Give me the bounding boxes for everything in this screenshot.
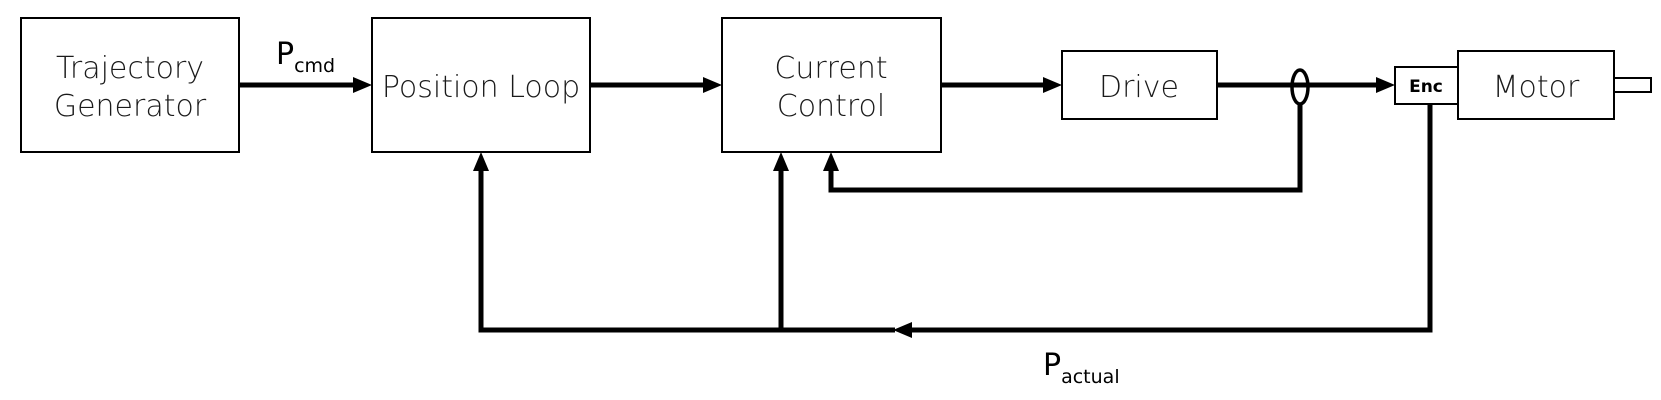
current-control-position-feedback-arrowhead (773, 152, 789, 171)
motor-block: Motor (1457, 50, 1652, 120)
motor-shaft (1613, 77, 1652, 93)
trajectory-generator-label-line2: Generator (54, 89, 207, 124)
current-feedback-arrowhead (823, 152, 839, 171)
p-actual-subscript: actual (1061, 366, 1120, 388)
position-feedback-wire (478, 168, 895, 333)
current-control-block: Current Control (721, 17, 942, 153)
encoder-label: Enc (1409, 77, 1443, 97)
p-actual-feedback-wire (910, 104, 1433, 333)
trajectory-generator-block: Trajectory Generator (20, 17, 240, 153)
current-control-label-line1: Current (774, 51, 887, 86)
p-actual-arrowhead (893, 322, 912, 338)
drive-to-encoder-arrowhead (1376, 77, 1395, 93)
trajectory-generator-label-line1: Trajectory (56, 51, 204, 86)
drive-block: Drive (1061, 50, 1218, 120)
p-cmd-label: Pcmd (276, 37, 335, 77)
p-cmd-arrowhead (353, 77, 372, 93)
motor-label: Motor (1493, 70, 1580, 105)
position-to-current-arrowhead (703, 77, 722, 93)
position-loop-label: Position Loop (382, 70, 580, 105)
current-to-drive-arrowhead (1043, 77, 1062, 93)
current-control-label-line2: Control (777, 89, 885, 124)
p-cmd-main: P (276, 37, 294, 72)
p-actual-label: Pactual (1043, 348, 1120, 388)
current-feedback-wire (828, 104, 1303, 193)
drive-label: Drive (1099, 70, 1179, 105)
position-feedback-arrowhead (473, 152, 489, 171)
encoder-block: Enc (1394, 66, 1459, 105)
p-cmd-subscript: cmd (294, 55, 335, 77)
p-actual-main: P (1043, 348, 1061, 383)
position-loop-block: Position Loop (371, 17, 591, 153)
